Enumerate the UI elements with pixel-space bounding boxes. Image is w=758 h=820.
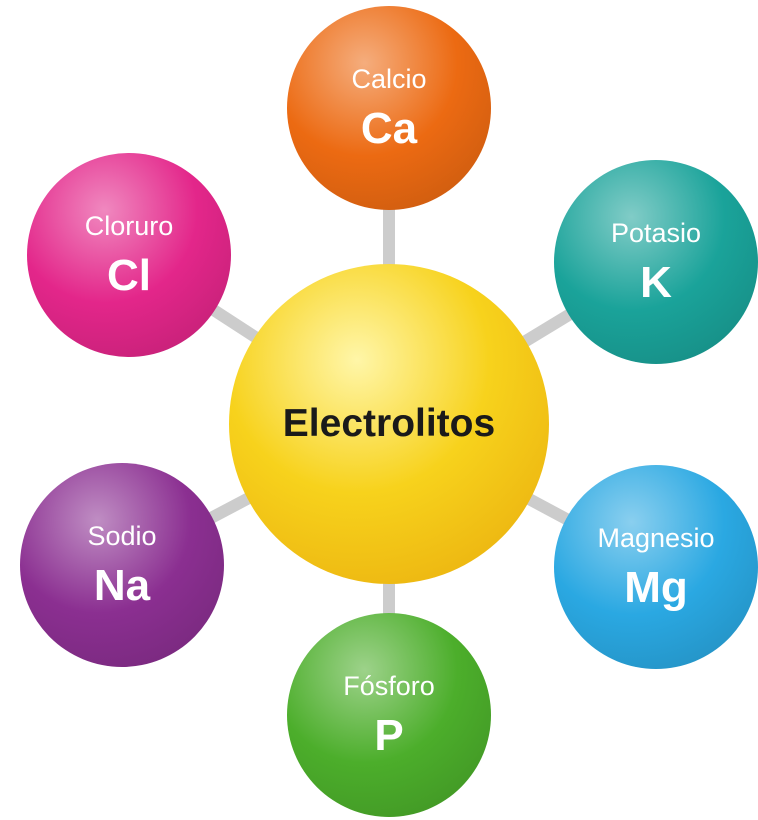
element-name: Magnesio <box>597 522 715 553</box>
element-node-fosforo: Fósforo P <box>287 613 491 817</box>
element-node-magnesio: Magnesio Mg <box>554 465 758 669</box>
element-node-cloruro: Cloruro Cl <box>27 153 231 357</box>
center-node: Electrolitos <box>229 264 549 584</box>
element-node-calcio: Calcio Ca <box>287 6 491 210</box>
element-symbol: Mg <box>624 562 688 612</box>
element-name: Fósforo <box>343 670 435 701</box>
element-symbol: P <box>374 710 404 760</box>
center-title: Electrolitos <box>282 402 496 445</box>
element-symbol: K <box>640 257 672 307</box>
element-name: Cloruro <box>84 210 174 241</box>
element-node-potasio: Potasio K <box>554 160 758 364</box>
element-node-sodio: Sodio Na <box>20 463 224 667</box>
element-name: Calcio <box>351 63 427 94</box>
element-name: Sodio <box>87 520 157 551</box>
element-symbol: Cl <box>107 250 151 300</box>
element-name: Potasio <box>610 217 702 248</box>
element-symbol: Na <box>93 560 151 610</box>
element-symbol: Ca <box>360 103 418 153</box>
